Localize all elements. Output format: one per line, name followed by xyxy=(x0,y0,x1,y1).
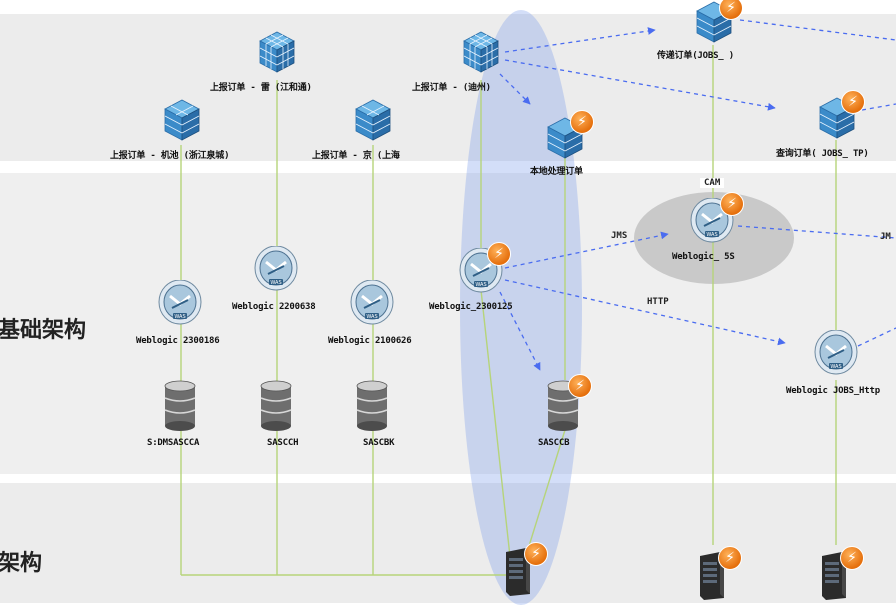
database-icon xyxy=(164,380,196,431)
weblogic-label-2300186: Weblogic 2300186 xyxy=(136,336,220,346)
edge-label-http: HTTP xyxy=(647,297,669,307)
cube-icon xyxy=(164,99,200,141)
svg-text:WAS: WAS xyxy=(174,314,185,320)
app-label-local-process: 本地处理订单 xyxy=(530,167,583,177)
was-icon: WAS xyxy=(350,280,394,325)
weblogic-label-s: Weblogic_ 5S xyxy=(672,252,735,262)
db-label-3: SASCBK xyxy=(363,438,395,448)
lightning-icon: ⚡ xyxy=(570,110,594,134)
lane-label-middle: 基础架构 xyxy=(0,318,87,343)
svg-text:WAS: WAS xyxy=(830,364,841,370)
lightning-icon: ⚡ xyxy=(719,0,743,20)
app-label-report-1: 上报订单 - 机池 (浙江泉城) xyxy=(110,151,230,161)
lightning-icon: ⚡ xyxy=(568,374,592,398)
edge-label-cam: CAM xyxy=(700,178,725,188)
cube-icon xyxy=(355,99,391,141)
app-label-report-4: 上报订单 - (迪州) xyxy=(412,83,491,93)
was-icon: WAS xyxy=(158,280,202,325)
lightning-icon: ⚡ xyxy=(840,546,864,570)
edge-label-jms: JMS xyxy=(611,231,628,241)
was-icon: WAS xyxy=(254,246,298,291)
database-icon xyxy=(356,380,388,431)
server-icon xyxy=(506,548,530,596)
edge-label-jm: JM xyxy=(880,232,891,242)
svg-text:WAS: WAS xyxy=(475,282,486,288)
lightning-icon: ⚡ xyxy=(524,542,548,566)
lightning-icon: ⚡ xyxy=(718,546,742,570)
was-icon: WAS xyxy=(814,330,858,375)
cube-icon xyxy=(259,31,295,73)
db-label-4: SASCCB xyxy=(538,438,570,448)
db-label-1: S:DMSASCCA xyxy=(147,438,200,448)
app-label-order-jobs: 传递订单(JOBS_ ) xyxy=(657,51,734,61)
db-label-2: SASCCH xyxy=(267,438,299,448)
svg-text:WAS: WAS xyxy=(270,280,281,286)
lightning-icon: ⚡ xyxy=(720,192,744,216)
weblogic-label-2200638: Weblogic 2200638 xyxy=(232,302,316,312)
lane-label-bottom: 架构 xyxy=(0,551,43,576)
weblogic-label-jobs-http: Weblogic JOBS_Http xyxy=(786,386,880,396)
database-icon xyxy=(260,380,292,431)
lightning-icon: ⚡ xyxy=(487,242,511,266)
bottom-band xyxy=(0,483,896,603)
weblogic-label-2100626: Weblogic 2100626 xyxy=(328,336,412,346)
app-label-report-2: 上报订单 - 京 (上海 xyxy=(312,151,400,161)
app-label-query-order: 查询订单( JOBS_ TP) xyxy=(776,149,869,159)
cube-icon xyxy=(463,31,499,73)
svg-text:WAS: WAS xyxy=(366,314,377,320)
top-band xyxy=(0,14,896,161)
cube-icon xyxy=(819,97,855,139)
weblogic-label-2300125: Weblogic_2300125 xyxy=(429,302,513,312)
app-label-report-3: 上报订单 - 雷 (江和通) xyxy=(210,83,312,93)
svg-text:WAS: WAS xyxy=(706,232,717,238)
lightning-icon: ⚡ xyxy=(841,90,865,114)
